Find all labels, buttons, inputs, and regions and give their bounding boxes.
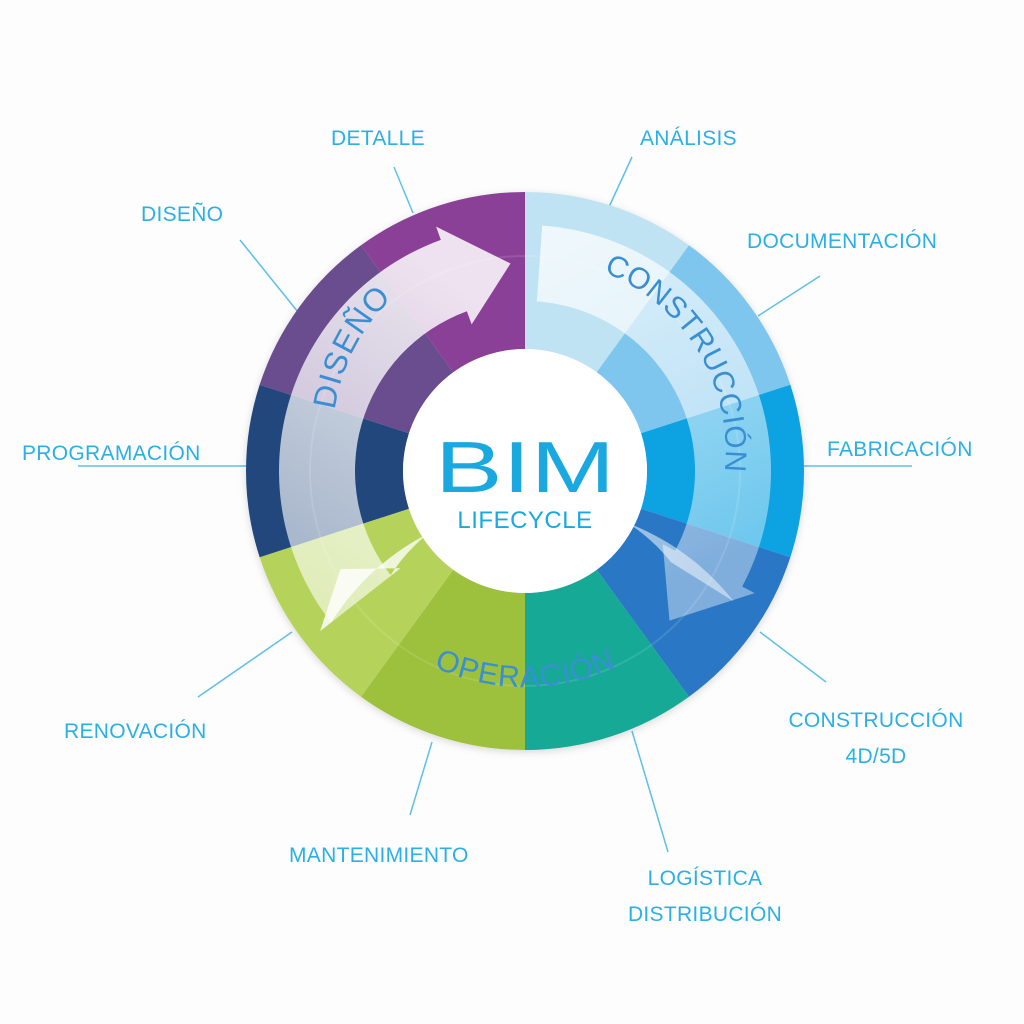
leader-documentacion: [757, 275, 821, 317]
label-programacion: PROGRAMACIÓN: [22, 442, 201, 465]
leader-logistica: [631, 730, 669, 853]
label-renovacion: RENOVACIÓN: [64, 720, 207, 743]
center-subtitle: LIFECYCLE: [457, 507, 592, 534]
label-construccion-4d5d: CONSTRUCCIÓN 4D/5D: [768, 703, 984, 775]
label-analisis: ANÁLISIS: [640, 127, 737, 150]
wheel-segment-mantenimiento: [361, 569, 525, 750]
label-logistica: LOGÍSTICA DISTRIBUCIÓN: [600, 861, 810, 933]
label-construccion-line2: 4D/5D: [845, 745, 907, 768]
label-construccion-line1: CONSTRUCCIÓN: [788, 709, 964, 732]
label-documentacion: DOCUMENTACIÓN: [747, 230, 938, 253]
wheel-segment-logistica: [525, 569, 689, 750]
leader-detalle: [393, 166, 414, 214]
construction-arrow: [536, 225, 771, 621]
leader-renovacion: [197, 631, 293, 698]
center-title: BIM: [435, 428, 615, 508]
label-detalle: DETALLE: [331, 127, 425, 150]
leader-mantenimiento: [409, 741, 433, 816]
leader-lines: [78, 156, 912, 853]
label-fabricacion: FABRICACIÓN: [827, 438, 973, 461]
label-diseno: DISEÑO: [141, 203, 224, 226]
leader-construccion: [759, 631, 827, 683]
design-arrow: [279, 226, 511, 623]
label-mantenimiento: MANTENIMIENTO: [289, 844, 469, 867]
label-logistica-line1: LOGÍSTICA: [647, 867, 763, 890]
leader-analisis: [608, 156, 633, 208]
leader-diseno: [239, 239, 299, 313]
label-logistica-line2: DISTRIBUCIÓN: [627, 903, 783, 926]
center-disc: [403, 349, 647, 593]
